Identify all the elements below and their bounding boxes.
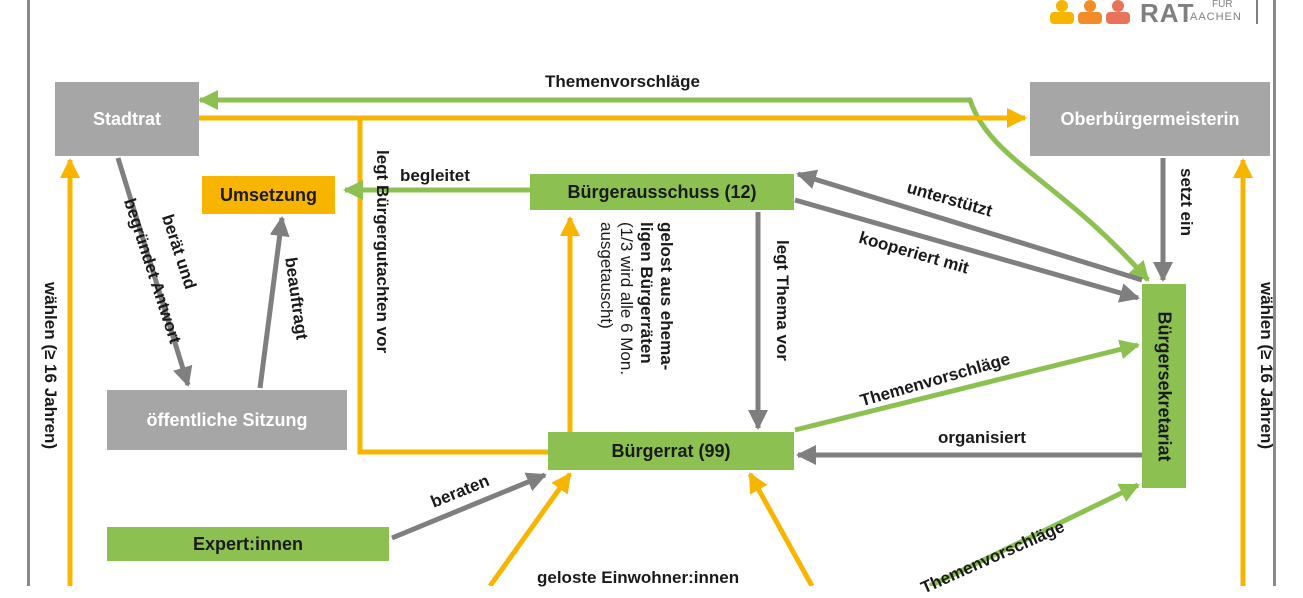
arrow-unterstuetzt <box>796 169 1143 283</box>
arrow-themenvorschlaege-mid <box>794 339 1140 433</box>
node-buergersekretariat-label: Bürgersekretariat <box>1154 310 1175 462</box>
node-buergerrat: Bürgerrat (99) <box>548 432 794 470</box>
arrow-einwohner-left <box>487 472 573 586</box>
node-buergerausschuss: Bürgerausschuss (12) <box>530 174 794 210</box>
logo-line1: FÜR <box>1212 0 1233 10</box>
label-legt-thema: legt Thema vor <box>773 240 792 361</box>
node-expertinnen: Expert:innen <box>107 527 389 561</box>
label-legt-gutachten: legt Bürgergutachten vor <box>373 150 392 354</box>
arrow-beraten <box>391 472 547 541</box>
label-gelost-line4: ausgetauscht) <box>597 222 616 329</box>
node-buergersekretariat: Bürgersekretariat <box>1142 284 1186 488</box>
left-frame-line <box>27 0 30 586</box>
node-umsetzung: Umsetzung <box>202 176 335 214</box>
label-waehlen-right: wählen (≥ 16 Jahren) <box>1257 282 1276 450</box>
arrow-einwohner-right <box>747 472 815 586</box>
label-themenvorschlaege-top: Themenvorschläge <box>545 72 700 91</box>
arrow-beraet <box>115 157 193 387</box>
logo-people-icon <box>1050 0 1130 24</box>
label-setzt-ein: setzt ein <box>1177 168 1196 237</box>
arrows-layer <box>60 90 1253 586</box>
logo-word: RAT <box>1140 0 1195 28</box>
node-oeffentliche-sitzung: öffentliche Sitzung <box>107 390 347 450</box>
label-begleitet: begleitet <box>400 166 470 185</box>
label-gelost-line2: ligen Bürgerräten <box>637 222 656 364</box>
label-waehlen-left: wählen (≥ 16 Jahren) <box>41 282 60 450</box>
arrow-legt-gutachten <box>357 118 548 455</box>
logo-divider <box>1256 0 1258 24</box>
arrow-beauftragt <box>257 216 290 389</box>
buergerrat-logo: RAT FÜR AACHEN <box>1048 0 1258 32</box>
node-oberbuergermeisterin: Oberbürgermeisterin <box>1030 82 1270 156</box>
arrow-kooperiert <box>794 197 1140 303</box>
label-gelost-line3: (1/3 wird alle 6 Mon. <box>617 222 636 376</box>
label-gelost-line1: gelost aus ehema- <box>657 222 676 371</box>
right-frame-line <box>1273 0 1276 586</box>
label-organisiert: organisiert <box>938 428 1026 447</box>
node-stadtrat: Stadtrat <box>55 82 199 156</box>
arrow-themenvorschlaege-low <box>928 482 1140 586</box>
node-einwohnerinnen: geloste Einwohner:innen <box>537 568 740 587</box>
logo-line2: AACHEN <box>1190 11 1242 23</box>
